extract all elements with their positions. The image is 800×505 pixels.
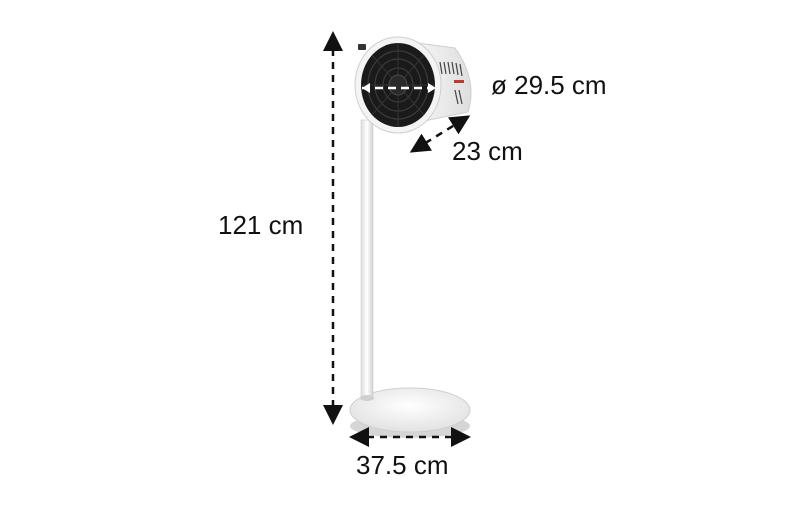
height-label: 121 cm [218, 210, 304, 240]
brand-accent [454, 80, 464, 83]
diameter-label: ø 29.5 cm [491, 70, 607, 100]
diameter-dimension-line [362, 83, 436, 93]
fan-head [354, 36, 472, 134]
base-width-label: 37.5 cm [356, 450, 449, 480]
fan-pole [360, 119, 374, 401]
depth-label: 23 cm [452, 136, 523, 166]
side-vents [439, 61, 463, 105]
depth-dimension-line [409, 115, 471, 153]
fan-hub [388, 74, 408, 96]
